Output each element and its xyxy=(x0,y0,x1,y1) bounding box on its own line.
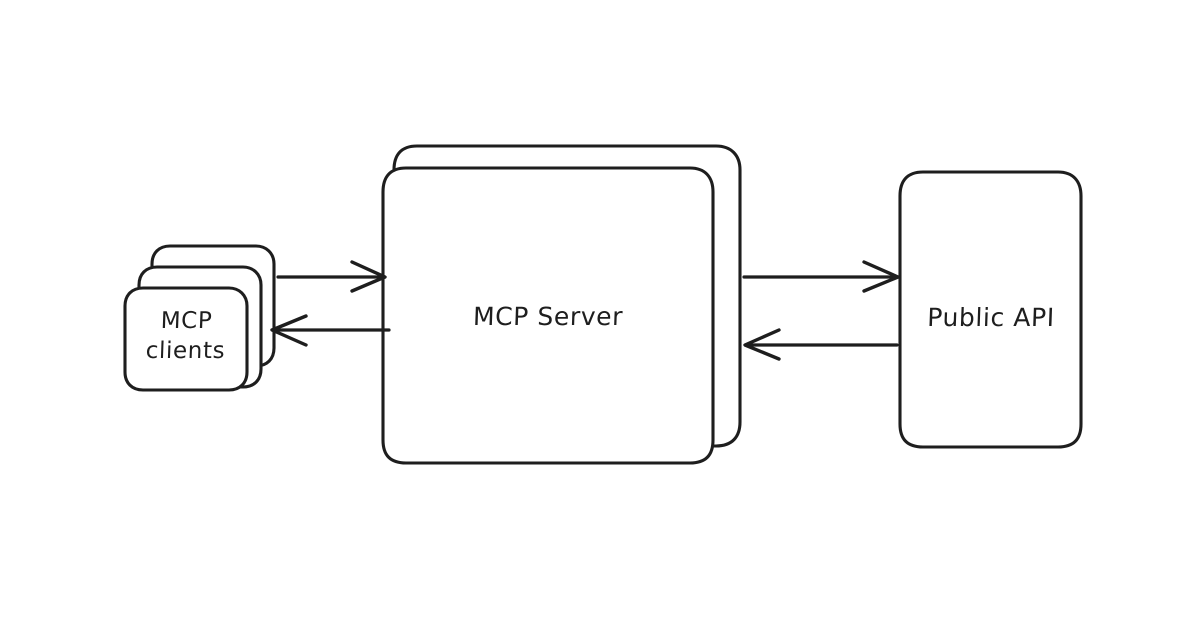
node-label-mcp-server: MCP Server xyxy=(472,302,624,331)
connector-server-to-api-arrowhead xyxy=(862,260,900,293)
public-api-box xyxy=(898,170,1083,449)
connector-clients-to-server-arrowhead xyxy=(350,260,387,293)
mcp-clients-stack-front xyxy=(123,286,249,392)
node-mcp-clients[interactable] xyxy=(123,244,276,392)
connector-server-to-api[interactable] xyxy=(742,260,900,293)
node-public-api[interactable] xyxy=(898,170,1083,449)
connector-api-to-server[interactable] xyxy=(743,328,899,361)
node-label-public-api: Public API xyxy=(926,303,1056,332)
connector-clients-to-server[interactable] xyxy=(276,260,387,293)
connector-server-to-clients-arrowhead xyxy=(270,314,308,347)
node-mcp-server[interactable] xyxy=(381,144,742,465)
connector-api-to-server-arrowhead xyxy=(743,328,781,361)
connector-server-to-clients[interactable] xyxy=(270,314,391,347)
node-label-mcp-clients: MCP clients xyxy=(145,308,226,364)
mcp-server-stack-front xyxy=(381,166,715,465)
